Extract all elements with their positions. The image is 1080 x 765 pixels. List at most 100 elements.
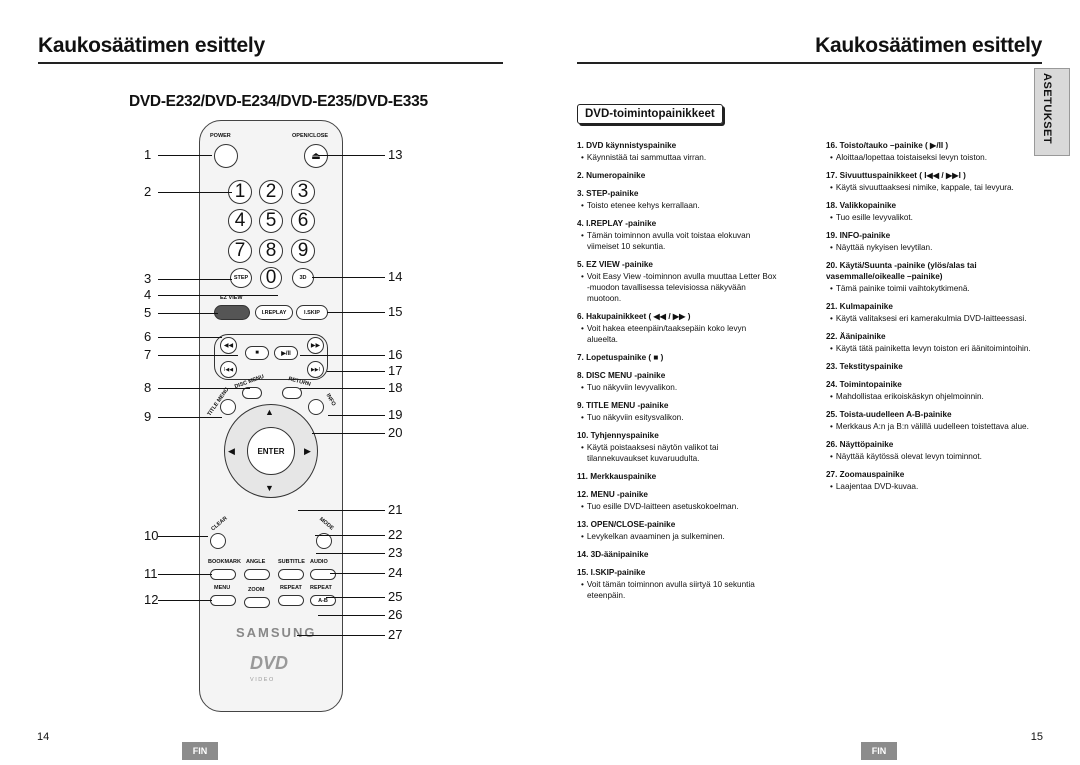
title-menu-button[interactable]	[220, 399, 236, 415]
search-forward-button[interactable]: ▶▶	[307, 337, 324, 354]
item-title: 12. MENU -painike	[577, 490, 648, 499]
clear-button[interactable]	[210, 533, 226, 549]
angle-button[interactable]	[244, 569, 270, 580]
mode-button[interactable]	[316, 533, 332, 549]
callout-number: 11	[144, 566, 158, 581]
callout-number: 20	[388, 425, 403, 440]
digit-6-button[interactable]: 6	[291, 209, 315, 233]
callout-number: 18	[388, 380, 403, 395]
item-title: 17. Sivuuttuspainikkeet ( I◀◀ / ▶▶I )	[826, 171, 966, 180]
digit-3-button[interactable]: 3	[291, 180, 315, 204]
item-description: Käytä valitaksesi eri kamerakulmia DVD-l…	[826, 313, 1042, 324]
item-description: Käynnistää tai sammuttaa virran.	[577, 152, 777, 163]
callout-number: 2	[144, 184, 152, 199]
fin-badge-left: FIN	[182, 742, 218, 760]
iskip-button[interactable]: I.SKIP	[296, 305, 328, 320]
callout-number: 21	[388, 502, 403, 517]
item-description: Tuo esille DVD-laitteen asetuskokoelman.	[577, 501, 777, 512]
digit-8-button[interactable]: 8	[259, 239, 283, 263]
item-description: Tuo esille levyvalikot.	[826, 212, 1042, 223]
item-description: Tuo näkyviin esitysvalikon.	[577, 412, 777, 423]
callout-number: 13	[388, 147, 403, 162]
subtitle-button[interactable]	[278, 569, 304, 580]
item-description: Laajentaa DVD-kuvaa.	[826, 481, 1042, 492]
digit-2-button[interactable]: 2	[259, 180, 283, 204]
item-title: 10. Tyhjennyspainike	[577, 431, 659, 440]
right-arrow-icon[interactable]: ▶	[304, 446, 311, 456]
bookmark-label: BOOKMARK	[208, 559, 241, 565]
item-title: 8. DISC MENU -painike	[577, 371, 666, 380]
item-title: 2. Numeropainike	[577, 171, 646, 180]
repeat-button[interactable]	[278, 595, 304, 606]
zoom-label: ZOOM	[248, 587, 265, 593]
stop-button[interactable]: ■	[245, 346, 269, 360]
enter-button[interactable]: ENTER	[247, 427, 295, 475]
info-button[interactable]	[308, 399, 324, 415]
callout-leader	[158, 355, 238, 356]
bookmark-button[interactable]	[210, 569, 236, 580]
callout-leader	[312, 277, 385, 278]
menu-button[interactable]	[210, 595, 236, 606]
item-description: Tämä painike toimii vaihtokytkimenä.	[826, 283, 1042, 294]
callout-leader	[316, 553, 385, 554]
callout-number: 26	[388, 607, 403, 622]
open-close-button[interactable]: ⏏	[304, 144, 328, 168]
ez-view-button[interactable]	[214, 305, 250, 320]
callout-leader	[327, 371, 385, 372]
digit-5-button[interactable]: 5	[259, 209, 283, 233]
callout-leader	[326, 597, 385, 598]
skip-forward-button[interactable]: ▶▶I	[307, 361, 324, 378]
side-tab: ASETUKSET	[1034, 68, 1070, 156]
callout-number: 7	[144, 347, 152, 362]
digit-7-button[interactable]: 7	[228, 239, 252, 263]
callout-leader	[158, 279, 232, 280]
digit-4-button[interactable]: 4	[228, 209, 252, 233]
callout-leader	[158, 536, 208, 537]
power-button[interactable]	[214, 144, 238, 168]
down-arrow-icon[interactable]: ▼	[265, 483, 274, 493]
dvd-logo: DVD	[250, 653, 289, 673]
step-button[interactable]: STEP	[230, 268, 252, 288]
item-description: Näyttää nykyisen levytilan.	[826, 242, 1042, 253]
callout-number: 12	[144, 592, 159, 607]
skip-back-icon: I◀◀	[223, 366, 234, 373]
left-title-rule	[38, 62, 503, 64]
item-title: 4. I.REPLAY -painike	[577, 219, 657, 228]
fin-badge-right: FIN	[861, 742, 897, 760]
info-label: INFO	[324, 392, 337, 408]
callout-number: 25	[388, 589, 403, 604]
digit-9-button[interactable]: 9	[291, 239, 315, 263]
item-title: 22. Äänipainike	[826, 332, 886, 341]
ireplay-button[interactable]: I.REPLAY	[255, 305, 293, 320]
item-title: 5. EZ VIEW -painike	[577, 260, 653, 269]
callout-number: 5	[144, 305, 152, 320]
return-button[interactable]	[282, 387, 302, 399]
item-title: 24. Toimintopainike	[826, 380, 902, 389]
callout-leader	[158, 337, 222, 338]
3d-button[interactable]: 3D	[292, 268, 314, 288]
item-description: Levykelkan avaaminen ja sulkeminen.	[577, 531, 777, 542]
search-back-button[interactable]: ◀◀	[220, 337, 237, 354]
play-pause-button[interactable]: ▶/II	[274, 346, 298, 360]
repeat-ab-button[interactable]: A-B	[310, 595, 336, 606]
audio-button[interactable]	[310, 569, 336, 580]
skip-back-button[interactable]: I◀◀	[220, 361, 237, 378]
ez-view-label: EZ VIEW	[220, 295, 243, 301]
disc-menu-button[interactable]	[242, 387, 262, 399]
item-description: Merkkaus A:n ja B:n välillä uudelleen to…	[826, 421, 1042, 432]
callout-number: 9	[144, 409, 152, 424]
item-title: 21. Kulmapainike	[826, 302, 893, 311]
item-description: Toisto etenee kehys kerrallaan.	[577, 200, 777, 211]
page-number-left: 14	[37, 731, 50, 743]
callout-leader	[300, 355, 385, 356]
digit-0-button[interactable]: 0	[260, 267, 282, 289]
zoom-button[interactable]	[244, 597, 270, 608]
up-arrow-icon[interactable]: ▲	[265, 407, 274, 417]
item-description: Aloittaa/lopettaa toistaiseksi levyn toi…	[826, 152, 1042, 163]
mode-label: MODE	[318, 516, 335, 532]
callout-leader	[318, 615, 385, 616]
left-arrow-icon[interactable]: ◀	[228, 446, 235, 456]
callout-number: 1	[144, 147, 152, 162]
callout-number: 8	[144, 380, 152, 395]
callout-number: 15	[388, 304, 403, 319]
